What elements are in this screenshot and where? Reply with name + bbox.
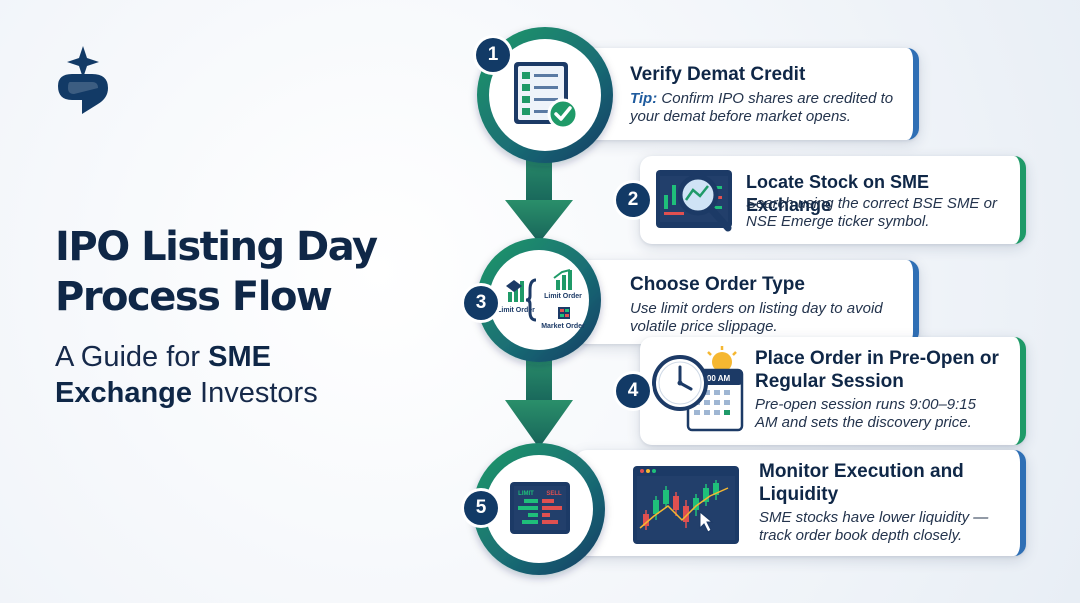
order-book-icon: LIMIT SELL (510, 482, 570, 534)
order-branch-icon: Limit Order Limit Order Market Order (497, 269, 585, 330)
clock-calendar-sun-icon: 9:00 AM (652, 346, 744, 432)
step-2-number-badge: 2 (616, 183, 650, 217)
step-3-icon-label-right-bottom: Market Order (541, 323, 585, 330)
page-subtitle: A Guide for SME Exchange Investors (55, 339, 415, 411)
step-3-number-badge: 3 (464, 286, 498, 320)
step-5-desc: SME stocks have lower liquidity — track … (759, 509, 989, 544)
step-1-desc-text: Confirm IPO shares are credited to your … (630, 90, 894, 125)
step-3-desc: Use limit orders on listing day to avoid… (630, 300, 883, 335)
step-5-icon-label-left: LIMIT (518, 491, 534, 497)
title-line-1: IPO Listing Day (55, 224, 378, 270)
step-5-icon-label-right: SELL (546, 491, 562, 497)
step-1-title: Verify Demat Credit (630, 64, 806, 85)
title-line-2: Process Flow (55, 274, 333, 320)
step-1-tip-label: Tip: (630, 90, 658, 107)
step-1-number-badge: 1 (476, 38, 510, 72)
step-5-title: Monitor Execution and Liquidity (759, 461, 964, 505)
step-4-title: Place Order in Pre-Open or Regular Sessi… (755, 348, 999, 392)
step-2-title: Locate Stock on SME Exchange (746, 172, 930, 215)
step-3-title: Choose Order Type (630, 274, 805, 295)
arrow-3-to-5 (505, 355, 573, 448)
page-title: IPO Listing Day Process Flow (55, 222, 415, 322)
step-1-desc: Tip: Confirm IPO shares are credited to … (630, 90, 900, 126)
subtitle-bold-sme: SME (208, 341, 271, 373)
checklist-check-icon (514, 62, 579, 130)
step-4-card: Place Order in Pre-Open or Regular Sessi… (640, 337, 1026, 445)
subtitle-prefix: A Guide for (55, 341, 209, 373)
magnifier-chart-icon (656, 170, 732, 232)
subtitle-bold-exchange: Exchange (55, 377, 192, 409)
candlestick-monitor-icon (633, 466, 739, 544)
step-2-desc: Search using the correct BSE SME or NSE … (746, 195, 997, 230)
step-5-number-badge: 5 (464, 491, 498, 525)
subtitle-suffix: Investors (192, 377, 318, 409)
sparkle-heart-logo-icon (58, 46, 108, 114)
step-4-desc: Pre-open session runs 9:00–9:15 AM and s… (755, 396, 976, 431)
step-4-icon-time: 9:00 AM (700, 374, 731, 383)
step-3-icon-label-left: Limit Order (497, 307, 535, 314)
step-4-number-badge: 4 (616, 374, 650, 408)
step-3-icon-label-right-top: Limit Order (544, 293, 582, 300)
step-3-card: Choose Order Type Use limit orders on li… (575, 260, 919, 344)
step-1-card: Verify Demat Credit Tip: Confirm IPO sha… (575, 48, 919, 140)
arrow-1-to-3 (505, 150, 573, 243)
